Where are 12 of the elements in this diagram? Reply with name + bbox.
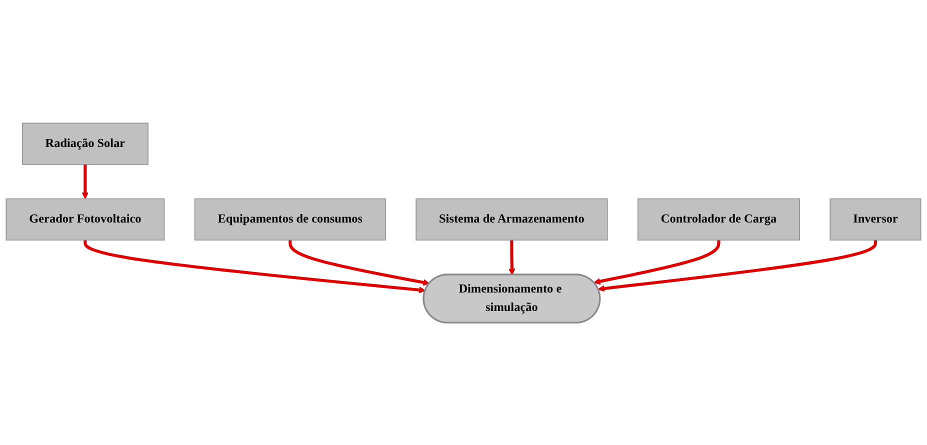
arrow [288, 240, 430, 286]
node-box: Controlador de Carga [638, 198, 800, 240]
node-box: Inversor [830, 198, 922, 240]
arrow [598, 240, 878, 292]
node-box: Sistema de Armazenamento [416, 198, 608, 240]
arrow [84, 240, 426, 293]
node-box: Radiação Solar [22, 122, 148, 164]
node-box: Equipamentos de consumos [194, 198, 386, 240]
node-box: Gerador Fotovoltaico [6, 198, 165, 240]
arrow [594, 240, 720, 284]
arrow [82, 164, 89, 199]
arrow [508, 240, 516, 275]
